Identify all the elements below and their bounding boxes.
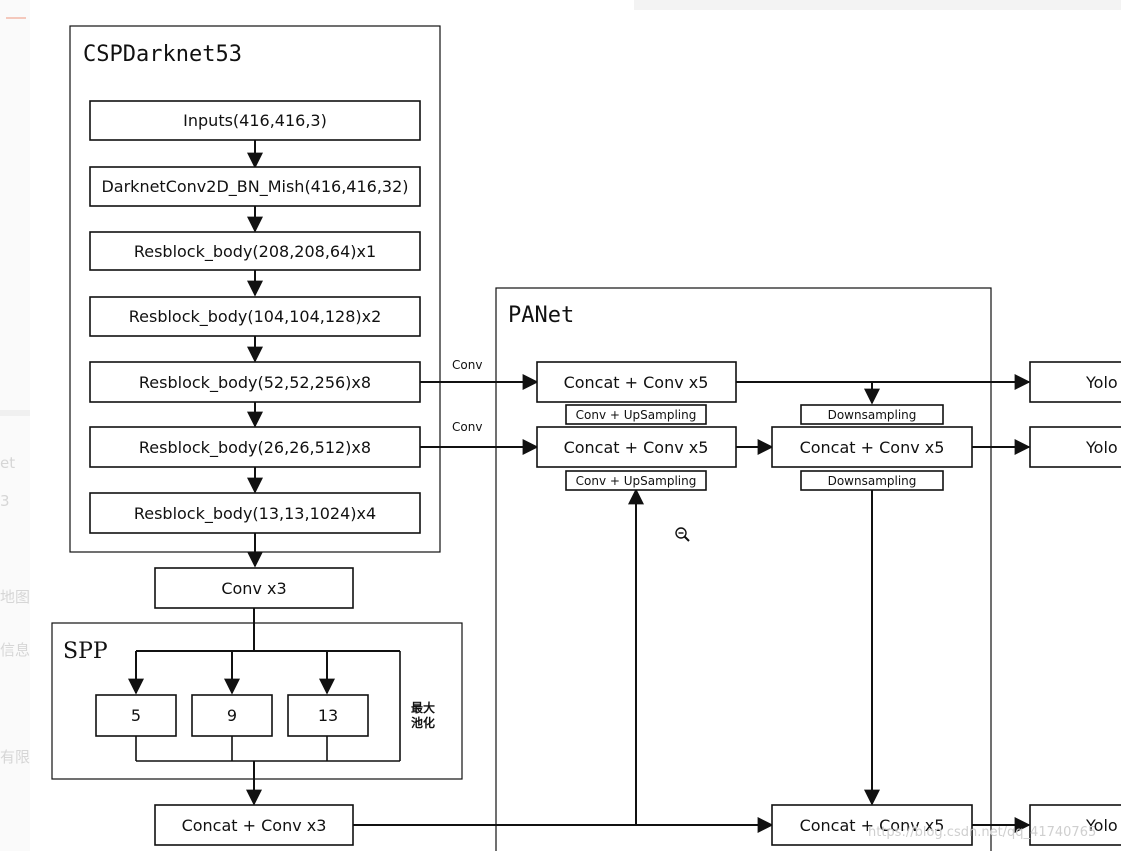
node-downsampling-1: Downsampling [800, 404, 944, 425]
node-downsampling-2: Downsampling [800, 470, 944, 491]
svg-text:Yolo: Yolo [1085, 816, 1118, 835]
node-maxpool-13: 13 [287, 694, 369, 737]
svg-text:13: 13 [318, 706, 338, 725]
conv-label-top: Conv [452, 358, 482, 372]
node-yolo-head-2: Yolo [1029, 426, 1121, 468]
svg-text:Inputs(416,416,3): Inputs(416,416,3) [183, 111, 327, 130]
node-resblock-5: Resblock_body(13,13,1024)x4 [89, 492, 421, 534]
node-maxpool-9: 9 [191, 694, 273, 737]
node-yolo-head-1: Yolo [1029, 361, 1121, 403]
svg-text:Yolo: Yolo [1085, 438, 1118, 457]
node-yolo-head-3: Yolo [1029, 804, 1121, 846]
svg-text:Concat + Conv x3: Concat + Conv x3 [182, 816, 327, 835]
spp-group [51, 622, 463, 780]
node-resblock-1: Resblock_body(208,208,64)x1 [89, 231, 421, 271]
cspdarknet53-title: CSPDarknet53 [83, 42, 242, 67]
svg-text:9: 9 [227, 706, 237, 725]
background-side-text-5: 有限 [0, 748, 30, 766]
svg-text:Resblock_body(104,104,128)x2: Resblock_body(104,104,128)x2 [129, 307, 382, 327]
svg-text:Conv + UpSampling: Conv + UpSampling [576, 474, 697, 488]
svg-text:Conv + UpSampling: Conv + UpSampling [576, 408, 697, 422]
svg-text:Concat + Conv x5: Concat + Conv x5 [564, 438, 709, 457]
svg-text:Downsampling: Downsampling [828, 474, 917, 488]
svg-text:Downsampling: Downsampling [828, 408, 917, 422]
svg-text:Resblock_body(208,208,64)x1: Resblock_body(208,208,64)x1 [134, 242, 376, 262]
svg-text:Concat + Conv x5: Concat + Conv x5 [800, 438, 945, 457]
svg-text:Concat + Conv x5: Concat + Conv x5 [800, 816, 945, 835]
maxpool-label-line-1: 最大 [411, 700, 435, 715]
spp-connectors [128, 608, 401, 806]
svg-text:Resblock_body(52,52,256)x8: Resblock_body(52,52,256)x8 [139, 373, 371, 393]
node-resblock-3: Resblock_body(52,52,256)x8 [89, 361, 421, 403]
node-upsampling-2: Conv + UpSampling [565, 470, 707, 491]
svg-text:5: 5 [131, 706, 141, 725]
zoom-out-icon[interactable] [675, 527, 690, 542]
node-maxpool-5: 5 [95, 694, 177, 737]
conv-label-mid: Conv [452, 420, 482, 434]
node-conv-x3: Conv x3 [154, 567, 354, 609]
svg-text:Yolo: Yolo [1085, 373, 1118, 392]
svg-text:Conv x3: Conv x3 [221, 579, 286, 598]
panet-connectors [353, 374, 1031, 833]
node-concat-conv-x5-d: Concat + Conv x5 [771, 804, 973, 846]
node-concat-conv-x5-a: Concat + Conv x5 [536, 361, 737, 403]
svg-text:DarknetConv2D_BN_Mish(416,416,: DarknetConv2D_BN_Mish(416,416,32) [101, 177, 408, 197]
maxpool-label-line-2: 池化 [411, 715, 435, 730]
node-upsampling-1: Conv + UpSampling [565, 404, 707, 425]
node-concat-conv-x5-c: Concat + Conv x5 [771, 426, 973, 468]
panet-group [495, 287, 992, 851]
node-concat-conv-x5-b: Concat + Conv x5 [536, 426, 737, 468]
node-resblock-4: Resblock_body(26,26,512)x8 [89, 426, 421, 468]
svg-text:Concat + Conv x5: Concat + Conv x5 [564, 373, 709, 392]
background-side-text-4: 信息 [0, 641, 30, 659]
node-inputs: Inputs(416,416,3) [89, 100, 421, 141]
watermark-text: https://blog.csdn.net/qq_41740765 [868, 825, 1096, 840]
spp-title: SPP [63, 639, 108, 664]
panet-title: PANet [508, 303, 574, 328]
svg-text:Resblock_body(13,13,1024)x4: Resblock_body(13,13,1024)x4 [134, 504, 376, 524]
background-side-text-3: 地图 [0, 588, 30, 606]
background-side-text-2: 3 [0, 492, 10, 510]
background-side-text-1: et [0, 454, 15, 472]
node-resblock-2: Resblock_body(104,104,128)x2 [89, 296, 421, 337]
node-concat-conv-x3: Concat + Conv x3 [154, 804, 354, 846]
node-darknetconv: DarknetConv2D_BN_Mish(416,416,32) [89, 166, 421, 207]
svg-text:Resblock_body(26,26,512)x8: Resblock_body(26,26,512)x8 [139, 438, 371, 458]
